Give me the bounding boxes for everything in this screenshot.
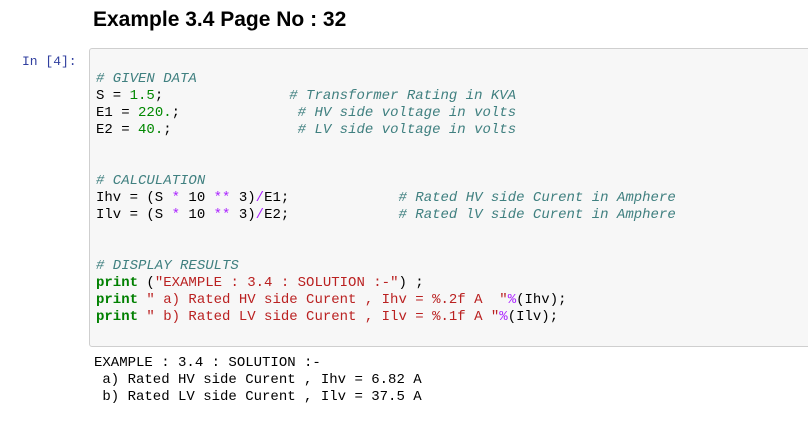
- code-line: print " a) Rated HV side Curent , Ihv = …: [96, 292, 676, 309]
- number-token: 220.: [138, 105, 172, 121]
- code-token: E1;: [264, 190, 399, 206]
- code-token: ;: [154, 88, 290, 104]
- operator-token: **: [213, 190, 231, 206]
- operator-token: *: [171, 190, 181, 206]
- operator-token: %: [507, 292, 517, 308]
- operator-token: %: [499, 309, 508, 325]
- code-line: # GIVEN DATA: [96, 71, 676, 88]
- code-token: 10: [180, 207, 214, 223]
- operator-token: /: [255, 190, 265, 206]
- code-token: (: [138, 275, 155, 291]
- string-token: " a) Rated HV side Curent , Ihv = %.2f A…: [146, 292, 508, 308]
- code-token: Ilv = (S: [96, 207, 172, 223]
- cell-prompt: In [4]:: [22, 54, 77, 69]
- operator-token: *: [171, 207, 181, 223]
- code-line: [96, 156, 676, 173]
- code-line: [96, 241, 676, 258]
- comment-token: # HV side voltage in volts: [297, 105, 517, 121]
- comment-token: # DISPLAY RESULTS: [96, 258, 239, 274]
- output-line: a) Rated HV side Curent , Ihv = 6.82 A: [94, 372, 422, 388]
- comment-token: # GIVEN DATA: [96, 71, 197, 87]
- operator-token: **: [213, 207, 231, 223]
- code-token: S =: [96, 88, 130, 104]
- code-token: (Ilv);: [507, 309, 559, 325]
- code-line: Ihv = (S * 10 ** 3)/E1; # Rated HV side …: [96, 190, 676, 207]
- code-token: (Ihv);: [516, 292, 567, 308]
- string-token: "EXAMPLE : 3.4 : SOLUTION :-": [154, 275, 399, 291]
- comment-token: # LV side voltage in volts: [297, 122, 517, 138]
- code-token: 10: [180, 190, 214, 206]
- code-line: S = 1.5; # Transformer Rating in KVA: [96, 88, 676, 105]
- code-line: E2 = 40.; # LV side voltage in volts: [96, 122, 676, 139]
- string-token: " b) Rated LV side Curent , Ilv = %.1f A…: [146, 309, 500, 325]
- comment-token: # Rated HV side Curent in Amphere: [398, 190, 676, 206]
- code-line: print " b) Rated LV side Curent , Ilv = …: [96, 309, 676, 326]
- code-token: ;: [163, 122, 298, 138]
- code-line: [96, 139, 676, 156]
- code-line: Ilv = (S * 10 ** 3)/E2; # Rated lV side …: [96, 207, 676, 224]
- page-title: Example 3.4 Page No : 32: [93, 8, 347, 31]
- code-token: ;: [171, 105, 298, 121]
- comment-token: # Rated lV side Curent in Amphere: [398, 207, 676, 223]
- keyword-token: print: [96, 309, 139, 325]
- code-line: [96, 224, 676, 241]
- output-line: EXAMPLE : 3.4 : SOLUTION :-: [94, 355, 321, 371]
- code-token: Ihv = (S: [96, 190, 172, 206]
- cell-output: EXAMPLE : 3.4 : SOLUTION :- a) Rated HV …: [94, 355, 422, 406]
- code-line: print ("EXAMPLE : 3.4 : SOLUTION :-") ;: [96, 275, 676, 292]
- operator-token: /: [255, 207, 265, 223]
- code-token: E2 =: [96, 122, 139, 138]
- keyword-token: print: [96, 292, 139, 308]
- code-token: E2;: [264, 207, 399, 223]
- code-token: 3): [230, 207, 256, 223]
- code-line: E1 = 220.; # HV side voltage in volts: [96, 105, 676, 122]
- comment-token: # CALCULATION: [96, 173, 206, 189]
- output-line: b) Rated LV side Curent , Ilv = 37.5 A: [94, 389, 422, 405]
- number-token: 40.: [138, 122, 164, 138]
- number-token: 1.5: [129, 88, 155, 104]
- code-line: # DISPLAY RESULTS: [96, 258, 676, 275]
- code-token: ) ;: [398, 275, 424, 291]
- comment-token: # Transformer Rating in KVA: [289, 88, 517, 104]
- keyword-token: print: [96, 275, 139, 291]
- code-line: # CALCULATION: [96, 173, 676, 190]
- code-token: 3): [230, 190, 256, 206]
- code-token: E1 =: [96, 105, 139, 121]
